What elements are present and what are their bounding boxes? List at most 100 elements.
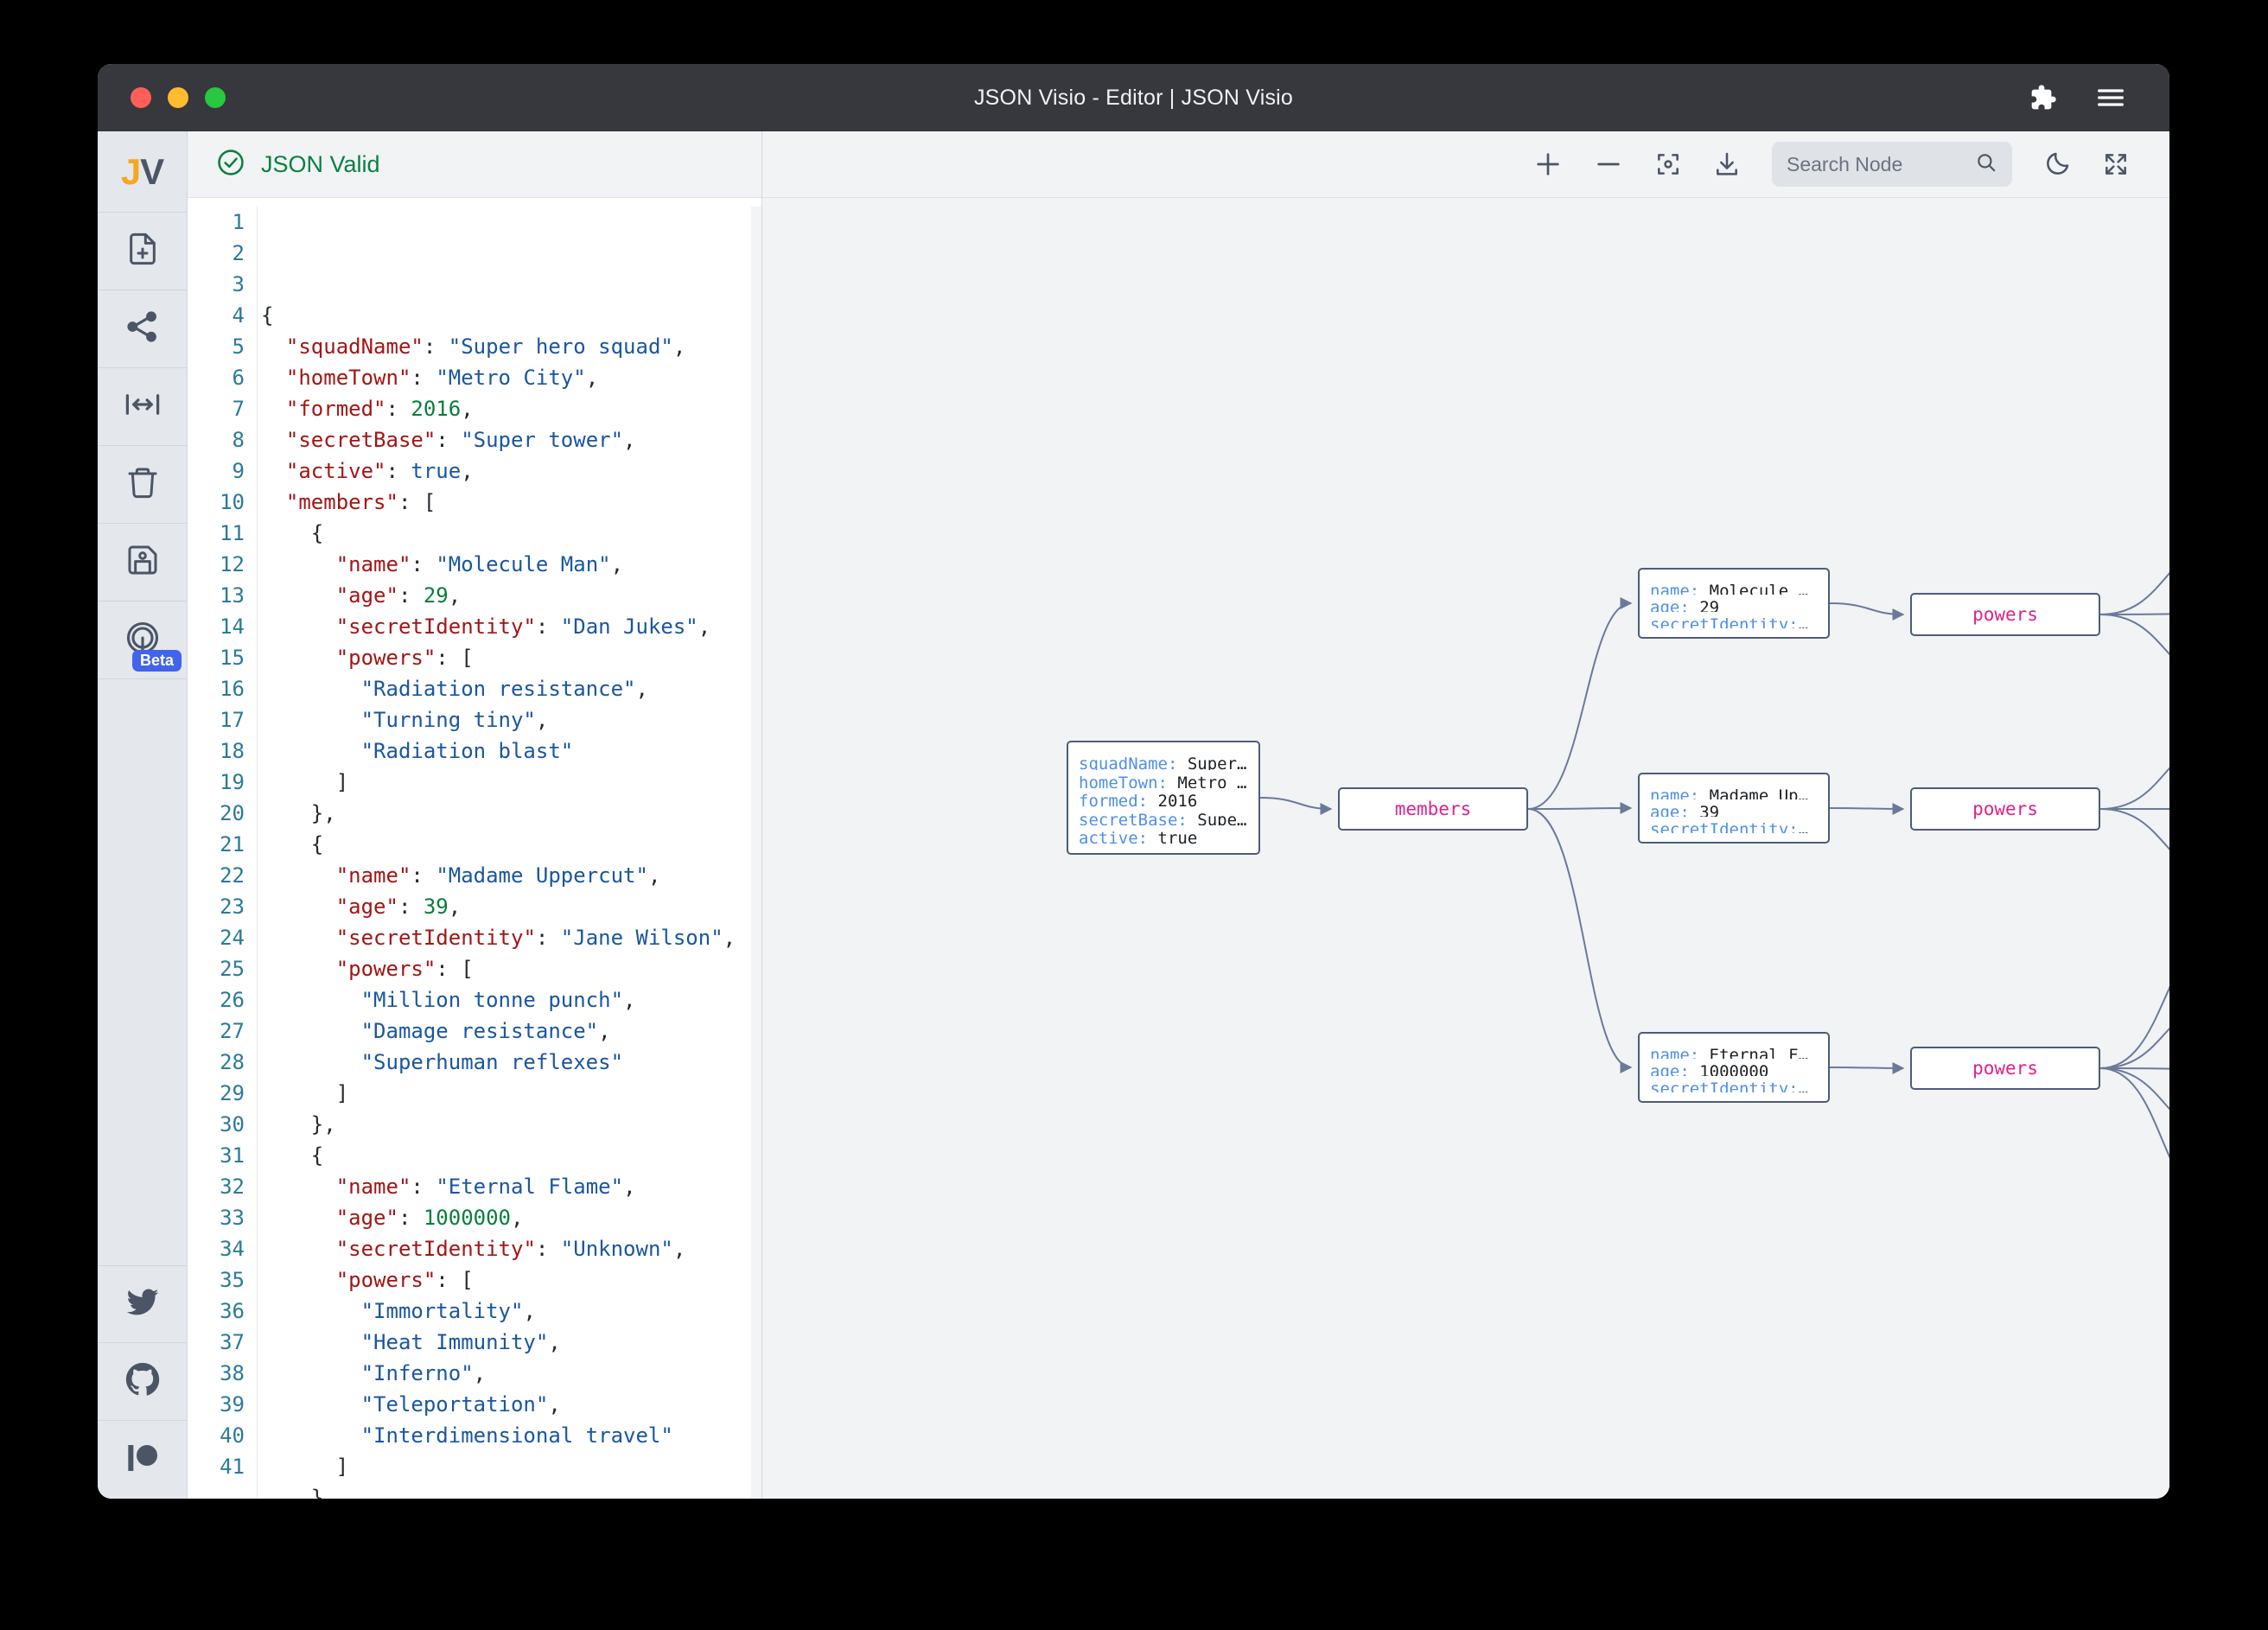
graph-node-value: 1000000: [1699, 1062, 1769, 1076]
graph-node-row: name: Eternal Flame: [1650, 1042, 1818, 1059]
line-number: 10: [220, 490, 245, 514]
line-number: 28: [220, 1050, 245, 1074]
sidebar-item-expand-width[interactable]: [98, 368, 187, 446]
graph-node-row: age: 29: [1650, 595, 1818, 611]
graph-node-value: Molecule Man: [1709, 582, 1818, 595]
graph-edge: [1527, 802, 1633, 815]
menu-icon[interactable]: [2097, 86, 2125, 109]
graph-node-label: powers: [1972, 799, 2038, 819]
line-number: 4: [232, 303, 245, 328]
code-line: "age": 39,: [335, 895, 462, 919]
center-view-icon[interactable]: [1654, 150, 1682, 178]
graph-parent-node[interactable]: powers: [1910, 787, 2100, 831]
code-line: "secretIdentity": "Jane Wilson",: [335, 926, 736, 950]
sidebar-item-new-file[interactable]: [98, 213, 187, 290]
graph-node-key: secretIdentity:: [1650, 614, 1809, 628]
moon-icon[interactable]: [2043, 150, 2071, 178]
code-line: "powers": [: [335, 1268, 474, 1292]
graph-parent-node[interactable]: powers: [1910, 593, 2100, 636]
code-line: "powers": [: [335, 957, 474, 981]
graph-node-row: secretIdentity: Jane …: [1650, 817, 1818, 833]
logo-letter-j: J: [120, 150, 141, 192]
graph-node-row: active: true: [1079, 825, 1248, 844]
sidebar-item-patreon[interactable]: [98, 1421, 187, 1499]
line-number: 5: [232, 334, 245, 359]
fullscreen-icon[interactable]: [2102, 150, 2130, 178]
code-line: "squadName": "Super hero squad",: [285, 334, 686, 359]
code-line: "Teleportation",: [360, 1392, 561, 1417]
graph-node-key: name:: [1650, 582, 1710, 595]
graph-edge: [2099, 1067, 2169, 1159]
sidebar-item-save[interactable]: [98, 524, 187, 602]
graph-pane: squadName: Super hero…homeTown: Metro Ci…: [762, 131, 2169, 1499]
code-line: {: [261, 521, 324, 545]
logo-letter-v: V: [140, 150, 164, 192]
extensions-icon[interactable]: [2029, 84, 2057, 111]
minimize-window-button[interactable]: [168, 87, 188, 108]
line-number: 33: [220, 1206, 245, 1230]
code-line: ]: [261, 1455, 349, 1479]
line-number: 2: [232, 241, 245, 265]
line-number: 21: [220, 832, 245, 856]
graph-node-label: powers: [1972, 604, 2038, 625]
line-number: 16: [220, 677, 245, 701]
graph-canvas[interactable]: squadName: Super hero…homeTown: Metro Ci…: [762, 198, 2169, 1499]
code-line: "Damage resistance",: [360, 1019, 611, 1043]
line-number: 8: [232, 428, 245, 452]
code-line: "active": true,: [285, 459, 474, 483]
graph-node-key: age:: [1650, 598, 1700, 612]
graph-edge: [2099, 808, 2169, 850]
line-number: 24: [220, 926, 245, 950]
code-line: "secretIdentity": "Unknown",: [335, 1237, 686, 1261]
search-icon[interactable]: [1975, 151, 1997, 178]
graph-node-row: age: 1000000: [1650, 1059, 1818, 1075]
sidebar-item-twitter[interactable]: [98, 1265, 187, 1343]
line-number: 17: [220, 708, 245, 732]
editor-scrollbar[interactable]: [751, 207, 761, 1499]
sidebar-item-delete[interactable]: [98, 446, 187, 524]
app-logo: JV: [98, 131, 187, 213]
window-title: JSON Visio - Editor | JSON Visio: [973, 85, 1294, 110]
graph-parent-node[interactable]: powers: [1910, 1047, 2100, 1090]
sidebar-item-github[interactable]: [98, 1343, 187, 1421]
graph-node-row: name: Madame Uppercut: [1650, 783, 1818, 799]
zoom-out-icon[interactable]: [1594, 150, 1623, 179]
graph-node-row: formed: 2016: [1079, 788, 1248, 807]
graph-node-row: secretIdentity: Dan J…: [1650, 612, 1818, 628]
line-number: 6: [232, 366, 245, 390]
code-line: "name": "Madame Uppercut",: [335, 863, 661, 888]
code-line: "Radiation resistance",: [360, 677, 648, 701]
sidebar-item-cloud-beta[interactable]: Beta: [98, 602, 187, 679]
graph-object-node[interactable]: name: Madame Uppercutage: 39secretIdenti…: [1638, 773, 1830, 844]
download-icon[interactable]: [1713, 150, 1741, 178]
graph-node-value: Dan J…: [1808, 614, 1818, 628]
search-node-box[interactable]: [1772, 142, 2012, 187]
graph-node-row: homeTown: Metro City: [1079, 770, 1248, 789]
line-number: 38: [220, 1361, 245, 1385]
code-content[interactable]: { "squadName": "Super hero squad", "home…: [257, 207, 761, 1499]
line-number: 7: [232, 397, 245, 421]
graph-object-node[interactable]: squadName: Super hero…homeTown: Metro Ci…: [1067, 741, 1260, 855]
search-input[interactable]: [1787, 152, 1966, 176]
maximize-window-button[interactable]: [205, 87, 226, 108]
line-number: 27: [220, 1019, 245, 1043]
graph-node-value: Madame Uppercut: [1709, 786, 1818, 800]
graph-edge: [2099, 1067, 2169, 1111]
graph-node-value: Super tow…: [1197, 810, 1248, 826]
sidebar-rail: JV: [98, 131, 188, 1499]
code-line: "Heat Immunity",: [360, 1330, 561, 1354]
code-line: "Million tonne punch",: [360, 988, 636, 1012]
line-number: 25: [220, 957, 245, 981]
line-number: 30: [220, 1112, 245, 1137]
graph-object-node[interactable]: name: Eternal Flameage: 1000000secretIde…: [1638, 1032, 1830, 1103]
line-number: 39: [220, 1392, 245, 1417]
graph-parent-node[interactable]: members: [1338, 787, 1528, 831]
title-bar-actions: [2029, 84, 2169, 111]
sidebar-item-share-graph[interactable]: [98, 290, 187, 368]
close-window-button[interactable]: [131, 87, 151, 108]
zoom-in-icon[interactable]: [1533, 150, 1563, 179]
